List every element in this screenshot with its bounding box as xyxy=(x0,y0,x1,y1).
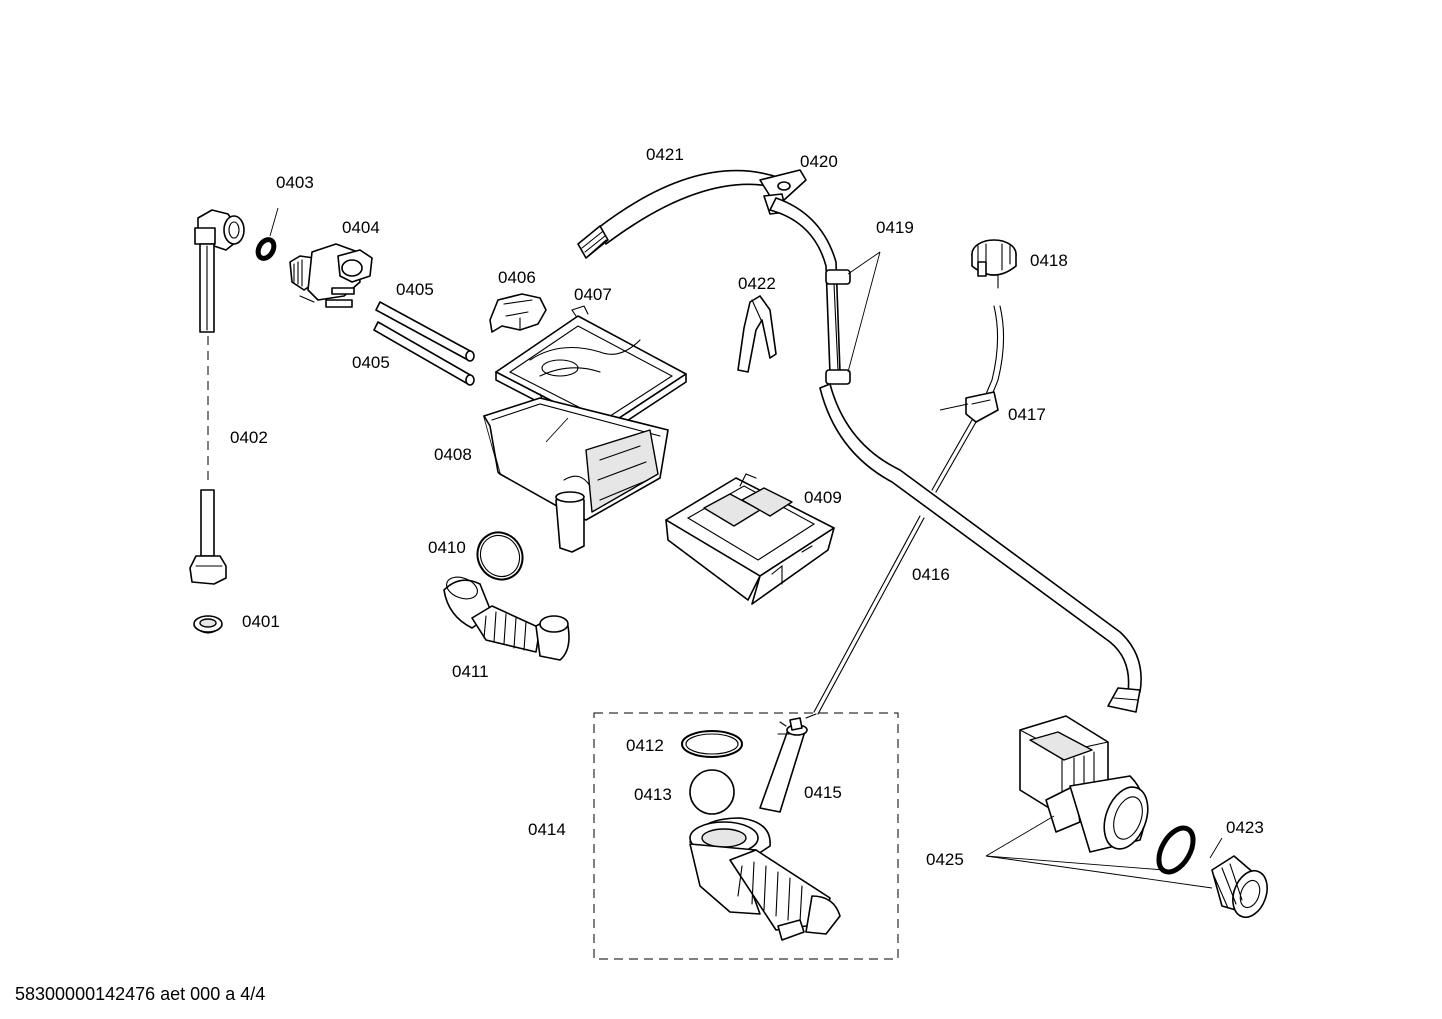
part-0405-hose-upper xyxy=(375,301,475,362)
label-0412: 0412 xyxy=(626,736,664,755)
leader-lines xyxy=(545,251,1223,889)
label-0414: 0414 xyxy=(528,820,566,839)
part-0408-dispenser-housing xyxy=(483,397,669,553)
label-0423: 0423 xyxy=(1226,818,1264,837)
label-0417: 0417 xyxy=(1008,405,1046,424)
part-0416-air-tube xyxy=(813,515,925,715)
label-0422: 0422 xyxy=(738,274,776,293)
part-0406-clip xyxy=(489,293,547,333)
label-0410: 0410 xyxy=(428,538,466,557)
callout-labels: 0401 0402 0403 0404 0405 0405 0406 0407 … xyxy=(230,145,1264,869)
part-0410-sealing-ring xyxy=(476,531,524,581)
footer-document-id: 58300000142476 aet 000 a 4/4 xyxy=(15,984,265,1004)
label-0420: 0420 xyxy=(800,152,838,171)
part-0414-group-frame xyxy=(593,712,899,960)
part-0418-pressure-switch xyxy=(971,239,1017,289)
label-0418: 0418 xyxy=(1030,251,1068,270)
label-0425: 0425 xyxy=(926,850,964,869)
part-0405-hose-lower xyxy=(373,321,475,386)
part-0413-ball xyxy=(689,769,735,815)
label-0401: 0401 xyxy=(242,612,280,631)
label-0409: 0409 xyxy=(804,488,842,507)
part-0415-air-trap xyxy=(759,713,817,813)
part-0401-grommet xyxy=(193,615,223,634)
part-0409-detergent-drawer xyxy=(665,473,835,605)
label-0405-upper: 0405 xyxy=(396,280,434,299)
label-0416: 0416 xyxy=(912,565,950,584)
label-0415: 0415 xyxy=(804,783,842,802)
part-0417-pressure-tube xyxy=(931,305,1005,493)
part-0414-sump-hose xyxy=(689,817,841,941)
part-0419-hose-with-clamps xyxy=(769,197,851,385)
label-0411: 0411 xyxy=(452,662,489,681)
label-0406: 0406 xyxy=(498,268,536,287)
label-0405-lower: 0405 xyxy=(352,353,390,372)
part-0425-drain-pump xyxy=(1019,715,1149,853)
part-0411-bellows-hose xyxy=(443,576,570,661)
part-0404-inlet-valve xyxy=(289,243,373,308)
label-0403: 0403 xyxy=(276,173,314,192)
part-0422-fork-clip xyxy=(737,295,777,373)
label-0404: 0404 xyxy=(342,218,380,237)
label-0421: 0421 xyxy=(646,145,684,164)
part-0416-drain-hose xyxy=(819,383,1142,713)
part-0425-pump-filter xyxy=(1211,855,1268,919)
label-0408: 0408 xyxy=(434,445,472,464)
part-0423-seal-ring xyxy=(1156,825,1196,875)
part-0402-inlet-pipe xyxy=(189,209,245,585)
label-0402: 0402 xyxy=(230,428,268,447)
part-0403-seal xyxy=(255,207,279,261)
label-0407: 0407 xyxy=(574,285,612,304)
part-0421-hose xyxy=(577,169,787,259)
label-0413: 0413 xyxy=(634,785,672,804)
label-0419: 0419 xyxy=(876,218,914,237)
part-0412-o-ring xyxy=(681,730,743,758)
